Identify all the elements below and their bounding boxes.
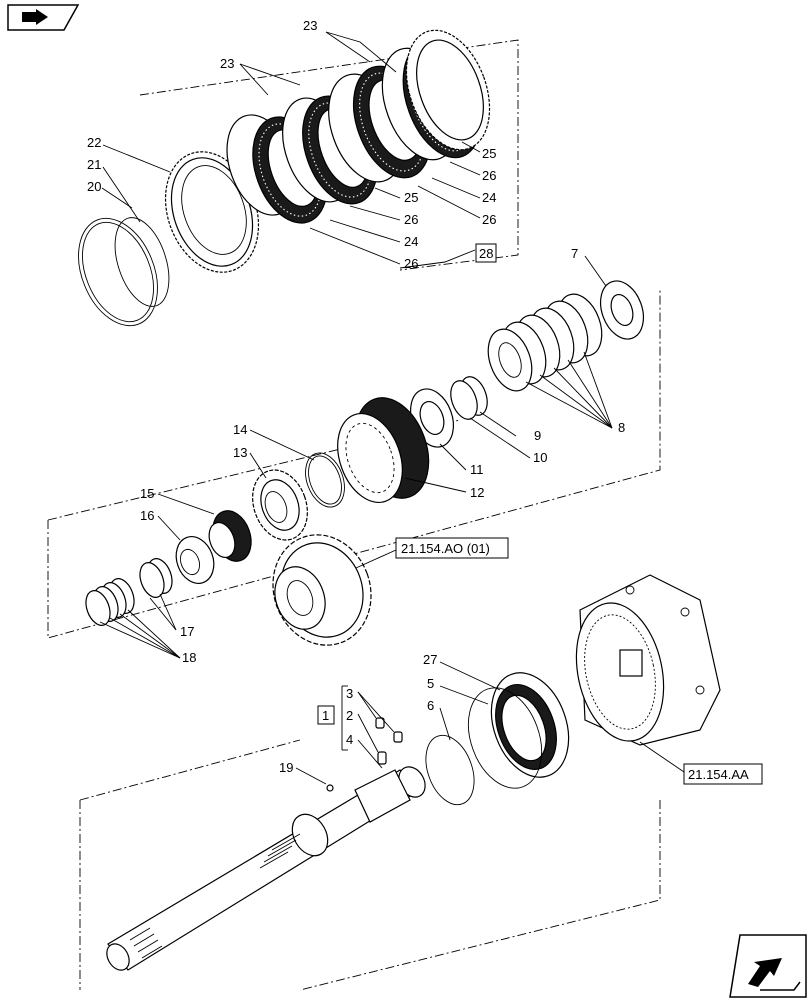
rings-9-10 [450, 376, 488, 420]
clutch-hub-12 [337, 397, 430, 504]
washer-7 [599, 280, 645, 340]
callout-9: 9 [534, 428, 541, 443]
callout-26-right-a: 26 [482, 168, 496, 183]
callout-27: 27 [423, 652, 437, 667]
callout-18: 18 [182, 650, 196, 665]
bearing-27 [490, 672, 570, 778]
clutch-housing [575, 574, 721, 746]
pins [375, 717, 403, 765]
callout-15: 15 [140, 486, 154, 501]
callout-labels: 23 23 22 21 20 25 26 24 26 25 26 24 26 2… [87, 18, 763, 785]
callout-10: 10 [533, 450, 547, 465]
callout-28: 28 [479, 246, 493, 261]
spacer-16 [175, 536, 215, 584]
reference-gear [272, 534, 372, 646]
plate-stack-upper [328, 29, 491, 183]
gear-assembly [85, 280, 645, 646]
callout-23-upper: 23 [303, 18, 317, 33]
callout-23-left: 23 [220, 56, 234, 71]
callout-19: 19 [279, 760, 293, 775]
callout-24-right: 24 [482, 190, 496, 205]
callout-25-right: 25 [482, 146, 496, 161]
next-page-arrow-icon[interactable] [729, 934, 807, 998]
callout-16: 16 [140, 508, 154, 523]
callout-13: 13 [233, 445, 247, 460]
callout-4: 4 [346, 732, 353, 747]
snap-ring-14 [305, 452, 345, 508]
callout-17: 17 [180, 624, 194, 639]
callout-3: 3 [346, 686, 353, 701]
belleville-springs-8 [487, 293, 603, 392]
callout-2: 2 [346, 708, 353, 723]
callout-22: 22 [87, 135, 101, 150]
callout-26-left-b: 26 [404, 256, 418, 271]
callout-7: 7 [571, 246, 578, 261]
book-arrow-icon[interactable] [7, 4, 80, 31]
callout-14: 14 [233, 422, 247, 437]
callout-6: 6 [427, 698, 434, 713]
callout-1: 1 [322, 708, 329, 723]
callout-26-left-a: 26 [404, 212, 418, 227]
rings-17 [139, 558, 173, 598]
callout-20: 20 [87, 179, 101, 194]
callout-26-right-b: 26 [482, 212, 496, 227]
callout-25-left: 25 [404, 190, 418, 205]
callout-21: 21 [87, 157, 101, 172]
o-ring-6 [425, 734, 475, 806]
callout-8: 8 [618, 420, 625, 435]
callout-28-box: 28 [475, 243, 497, 263]
main-shaft [106, 766, 426, 971]
callout-1-box: 1 [317, 705, 335, 725]
reference-gear-label: 21.154.AO (01) [401, 541, 490, 556]
clutch-pack [78, 29, 491, 327]
reference-gear-box[interactable]: 21.154.AO (01) [395, 537, 509, 559]
callout-12: 12 [470, 485, 484, 500]
ball-19 [326, 784, 334, 792]
housing-reference-box[interactable]: 21.154.AA [683, 763, 763, 785]
ring-21 [114, 217, 170, 307]
needle-bearing-15 [208, 510, 252, 562]
seal-5 [467, 687, 543, 789]
housing-reference-label: 21.154.AA [688, 767, 749, 782]
snap-ring-20 [78, 217, 158, 327]
rings-18 [85, 578, 135, 626]
leader-lines [99, 31, 685, 785]
callout-11: 11 [470, 462, 484, 477]
callout-5: 5 [427, 676, 434, 691]
callout-24-left: 24 [404, 234, 418, 249]
shaft-assembly [106, 574, 721, 971]
gear-13 [252, 469, 308, 541]
